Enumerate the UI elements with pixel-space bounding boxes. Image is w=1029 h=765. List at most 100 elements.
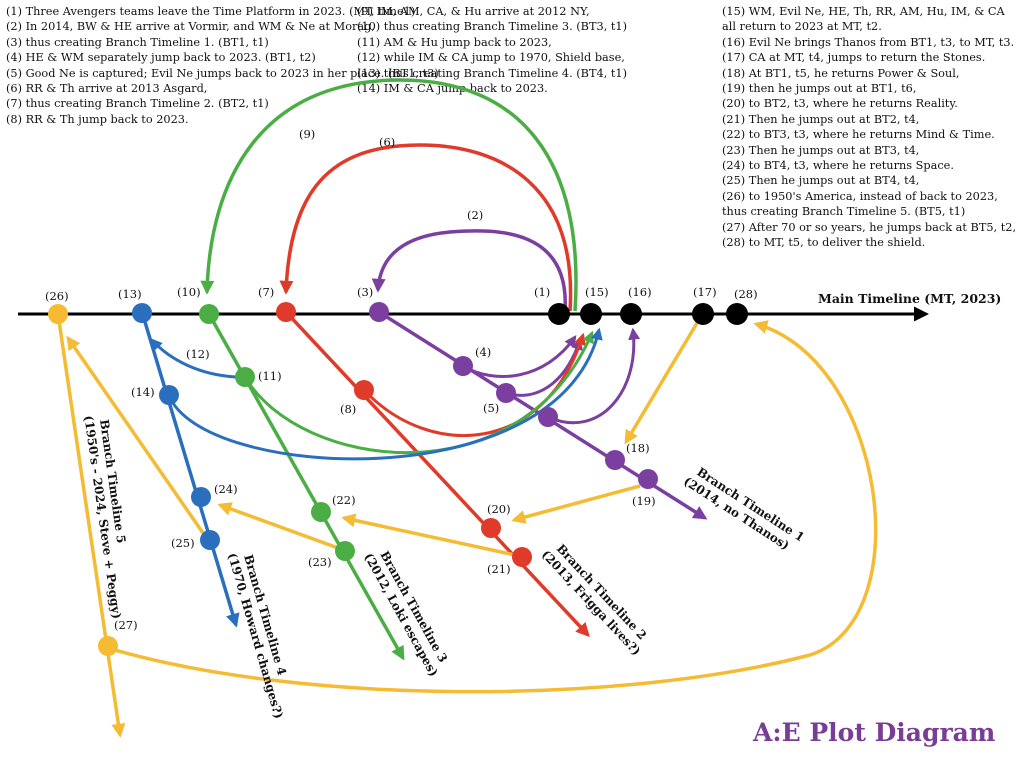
arc-11-green (243, 330, 594, 455)
branch-timeline-2-line (284, 310, 590, 638)
node-5 (496, 383, 516, 403)
label-26: (26) (45, 289, 69, 303)
note-line: (1) Three Avengers teams leave the Time … (6, 5, 416, 18)
label-6: (6) (379, 135, 395, 149)
note-line: (11) AM & Hu jump back to 2023, (357, 35, 552, 49)
node-4 (453, 356, 473, 376)
arc-4-purple (462, 335, 577, 378)
label-20: (20) (487, 502, 511, 516)
label-22: (22) (332, 493, 356, 507)
node-19 (638, 469, 658, 489)
note-line: (24) to BT4, t3, where he returns Space. (722, 159, 954, 173)
label-14: (14) (131, 385, 155, 399)
jump-23-24 (217, 502, 339, 550)
label-7: (7) (258, 285, 274, 299)
branch-timeline-2-label: Branch Timeline 2 (2013, Frigga lives?) (539, 541, 650, 658)
note-line: (13) thus creating Branch Timeline 4. (B… (357, 66, 628, 80)
node-3 (369, 302, 389, 322)
arc-2-purple (371, 229, 567, 312)
notes-column-3: (15) WM, Evil Ne, HE, Th, RR, AM, Hu, IM… (722, 4, 1016, 251)
label-3: (3) (357, 285, 373, 299)
node-27 (98, 636, 118, 656)
label-18: (18) (626, 441, 650, 455)
note-line: thus creating Branch Timeline 5. (BT5, t… (722, 205, 966, 219)
node-15 (580, 303, 602, 325)
note-line: (16) Evil Ne brings Thanos from BT1, t3,… (722, 35, 1015, 49)
label-9: (9) (299, 127, 315, 141)
note-line: (6) RR & Th arrive at 2013 Asgard, (6, 82, 208, 96)
node-28 (726, 303, 748, 325)
branch-timeline-3-line (207, 313, 405, 661)
note-line: (7) thus creating Branch Timeline 2. (BT… (6, 97, 269, 111)
note-line: (20) to BT2, t3, where he returns Realit… (722, 97, 958, 111)
note-line: (17) CA at MT, t4, jumps to return the S… (722, 51, 986, 65)
node-13 (132, 303, 152, 323)
node-22 (311, 502, 331, 522)
note-line: (12) while IM & CA jump to 1970, Shield … (357, 51, 625, 65)
note-line: (28) to MT, t5, to deliver the shield. (722, 236, 926, 250)
branch-timeline-1-label: Branch Timeline 1 (2014, no Thanos) (681, 465, 807, 553)
notes-column-2: (9) IM, AM, CA, & Hu arrive at 2012 NY, … (357, 4, 627, 96)
node-10 (199, 304, 219, 324)
label-11: (11) (258, 369, 282, 383)
branch-timeline-5-line (56, 313, 126, 738)
branch-2-subtitle: (2013, Frigga lives?) (539, 547, 644, 658)
arc-6-red (279, 143, 573, 312)
note-line: (23) Then he jumps out at BT3, t4, (722, 143, 920, 157)
main-timeline-label: Main Timeline (MT, 2023) (818, 291, 1001, 306)
node-21 (512, 547, 532, 567)
node-11 (235, 367, 255, 387)
label-16: (16) (628, 285, 652, 299)
node-23 (335, 541, 355, 561)
note-line: (2) In 2014, BW & HE arrive at Vormir, a… (6, 20, 375, 34)
note-line: (18) At BT1, t5, he returns Power & Soul… (722, 66, 960, 80)
node-1 (548, 303, 570, 325)
arc-14-blue (167, 327, 603, 461)
node-16 (620, 303, 642, 325)
note-line: (10) thus creating Branch Timeline 3. (B… (357, 20, 628, 34)
branch-timeline-5-label: Branch Timeline 5 (1950's - 2024, Steve … (81, 415, 128, 620)
node-14 (159, 385, 179, 405)
jump-17-18 (624, 317, 702, 445)
node-18 (605, 450, 625, 470)
label-25: (25) (171, 536, 195, 550)
note-line: (15) WM, Evil Ne, HE, Th, RR, AM, Hu, IM… (722, 5, 1005, 18)
label-12: (12) (186, 347, 210, 361)
note-line: (19) then he jumps out at BT1, t6, (722, 82, 917, 96)
label-27: (27) (114, 618, 138, 632)
node-26 (48, 304, 68, 324)
arc-16-purple (547, 327, 641, 425)
note-line: (14) IM & CA jump back to 2023. (357, 82, 548, 96)
label-1: (1) (534, 285, 550, 299)
node-20 (481, 518, 501, 538)
arc-8-red (362, 332, 586, 438)
label-21: (21) (487, 562, 511, 576)
label-15: (15) (585, 285, 609, 299)
label-5: (5) (483, 401, 499, 415)
node-8 (354, 380, 374, 400)
node-7 (276, 302, 296, 322)
label-28: (28) (734, 287, 758, 301)
note-line: (25) Then he jumps out at BT4, t4, (722, 174, 920, 188)
note-line: (22) to BT3, t3, where he returns Mind &… (722, 128, 995, 142)
note-line: (8) RR & Th jump back to 2023. (6, 112, 189, 126)
note-line: (9) IM, AM, CA, & Hu arrive at 2012 NY, (357, 5, 590, 18)
label-23: (23) (308, 555, 332, 569)
label-24: (24) (214, 482, 238, 496)
node-24 (191, 487, 211, 507)
jump-19-20 (511, 484, 641, 524)
label-4: (4) (475, 345, 491, 359)
label-17: (17) (693, 285, 717, 299)
arc-9-green (200, 78, 578, 312)
label-10: (10) (177, 285, 201, 299)
branch-timeline-4-label: Branch Timeline 4 (1970, Howard changes?… (225, 551, 289, 720)
event-nodes (48, 302, 748, 656)
jump-25-26 (66, 335, 205, 534)
node-bt1-t3 (538, 407, 558, 427)
label-13: (13) (118, 287, 142, 301)
note-line: all return to 2023 at MT, t2. (722, 20, 882, 34)
arc-12-blue (150, 338, 237, 379)
note-line: (3) thus creating Branch Timeline 1. (BT… (6, 35, 269, 49)
note-line: (4) HE & WM separately jump back to 2023… (6, 51, 316, 65)
note-line: (27) After 70 or so years, he jumps back… (722, 220, 1017, 234)
